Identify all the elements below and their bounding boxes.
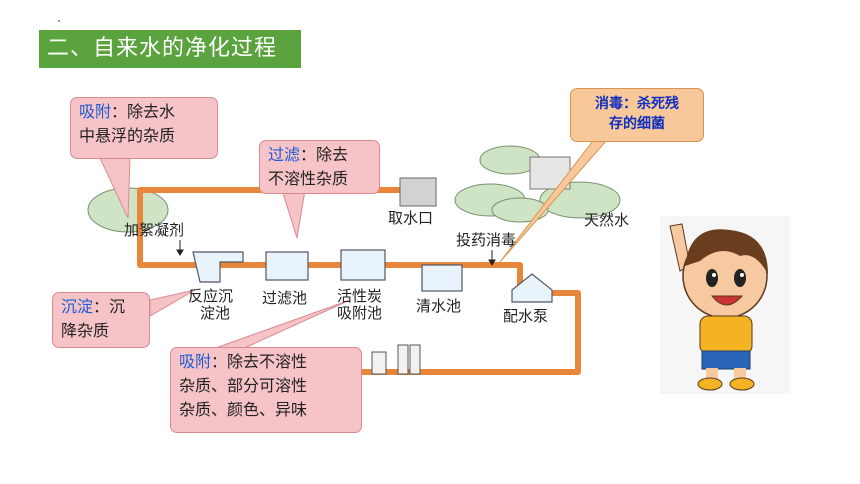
cartoon-boy-image: [660, 216, 790, 394]
clear-tank: [421, 264, 463, 292]
callout-keyword: 沉淀: [61, 297, 94, 316]
callout-text: 杂质、颜色、异味: [179, 400, 308, 419]
tree-small: [491, 197, 549, 223]
callout-text: 降杂质: [61, 321, 110, 340]
label-natural-water: 天然水: [584, 211, 630, 229]
callout-keyword: 吸附: [79, 102, 112, 121]
label-filter-tank: 过滤池: [262, 289, 308, 307]
callout-text: ：除去不溶性: [211, 352, 308, 371]
callout-text: 中悬浮的杂质: [79, 126, 176, 145]
pointer-filter: [281, 189, 306, 239]
label-carbon-1: 活性炭: [337, 287, 383, 305]
callout-text: ：沉: [93, 297, 126, 316]
callout-text: ：除去水: [111, 102, 176, 121]
callout-keyword: 过滤: [268, 145, 301, 164]
pump-house: [511, 273, 553, 303]
label-pump: 配水泵: [503, 307, 549, 325]
label-reaction-settling-1: 反应沉: [188, 287, 234, 305]
pointer-settle: [149, 289, 196, 317]
label-reaction-settling-2: 淀池: [200, 304, 231, 322]
label-clear-water: 清水池: [416, 297, 462, 315]
callout-text: 存的细菌: [609, 116, 665, 132]
city-buildings: [371, 344, 421, 375]
callout-text: 杂质、部分可溶性: [179, 376, 308, 395]
label-flocculant: 加絮凝剂: [124, 221, 185, 239]
pointer-adsorb2: [209, 299, 351, 351]
intake-box: [399, 177, 437, 207]
label-disinfectant-dosing: 投药消毒: [456, 231, 517, 249]
callout-settle: 沉淀：沉 降杂质: [52, 292, 150, 348]
section-title: 二、自来水的净化过程: [39, 30, 301, 68]
callout-filter: 过滤：除去 不溶性杂质: [259, 140, 380, 194]
callout-disinfect: 消毒：杀死残 存的细菌: [570, 88, 704, 142]
callout-adsorb-carbon: 吸附：除去不溶性 杂质、部分可溶性 杂质、颜色、异味: [170, 347, 362, 433]
callout-text: 消毒：杀死残: [595, 96, 679, 112]
callout-keyword: 吸附: [179, 352, 212, 371]
callout-adsorb-suspended: 吸附：除去水 中悬浮的杂质: [70, 97, 218, 159]
carbon-tank: [340, 249, 386, 281]
callout-text: 不溶性杂质: [268, 169, 349, 188]
scenery: [87, 145, 621, 233]
callout-text: ：除去: [300, 145, 349, 164]
label-intake: 取水口: [388, 209, 434, 227]
decorative-dot: [58, 20, 60, 22]
filter-tank: [265, 251, 309, 281]
reaction-tank: [192, 251, 244, 283]
label-carbon-2: 吸附池: [337, 304, 383, 322]
